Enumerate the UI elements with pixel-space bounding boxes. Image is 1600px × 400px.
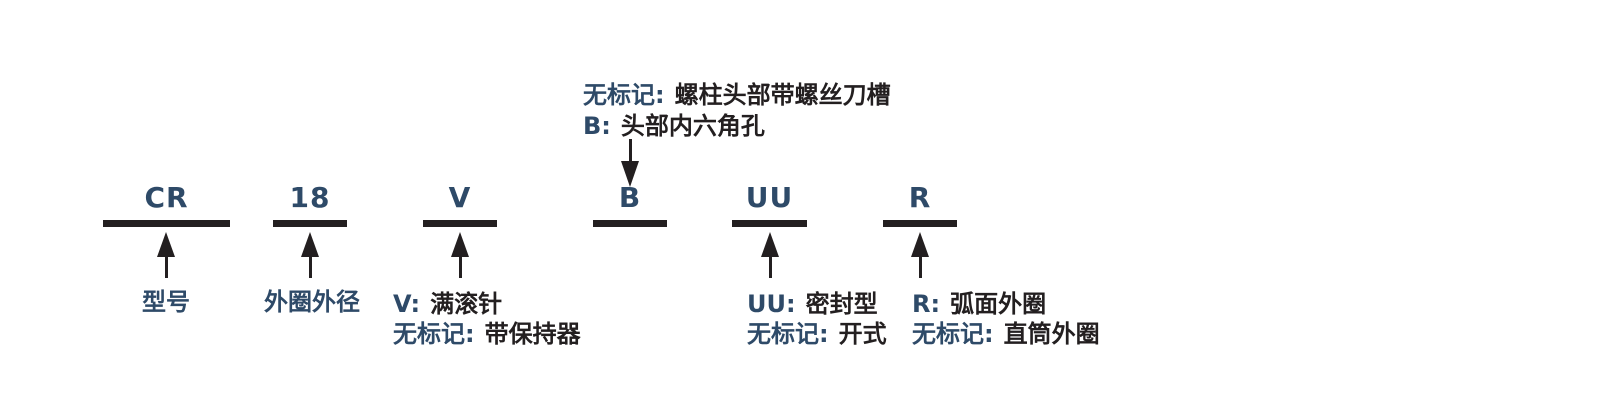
underline — [593, 220, 667, 227]
label-line: 无标记: 带保持器 — [393, 319, 581, 349]
arrow-down-icon — [621, 139, 639, 187]
label-block-r: R: 弧面外圈 无标记: 直筒外圈 — [912, 289, 1100, 349]
underline — [103, 220, 230, 227]
underline — [423, 220, 497, 227]
label-model: 型号 — [142, 288, 190, 316]
annotation-line: B: 头部内六角孔 — [583, 111, 891, 142]
code-segment-b: B — [593, 183, 667, 227]
arrow-head — [621, 161, 639, 187]
arrow-tail — [458, 257, 462, 278]
label-outer-diameter: 外圈外径 — [264, 288, 360, 316]
label-prefix: 无标记: — [747, 320, 829, 348]
annotation-prefix: B: — [583, 112, 611, 140]
arrow-up-icon — [911, 232, 929, 278]
annotation-above-b: 无标记: 螺柱头部带螺丝刀槽 B: 头部内六角孔 — [583, 80, 891, 142]
label-prefix: 无标记: — [393, 320, 475, 348]
label-text: 开式 — [838, 320, 887, 348]
annotation-prefix: 无标记: — [583, 81, 665, 109]
label-block-v: V: 满滚针 无标记: 带保持器 — [393, 289, 581, 349]
arrow-head — [911, 232, 929, 257]
label-prefix: 无标记: — [912, 320, 994, 348]
code-letter: 18 — [289, 181, 331, 214]
label-line: V: 满滚针 — [393, 289, 581, 319]
label-line: 无标记: 直筒外圈 — [912, 319, 1100, 349]
label-line: R: 弧面外圈 — [912, 289, 1100, 319]
arrow-up-icon — [451, 232, 469, 278]
code-letter: B — [618, 181, 642, 214]
label-prefix: UU: — [747, 290, 796, 318]
code-segment-18: 18 — [273, 183, 347, 227]
label-prefix: V: — [393, 290, 421, 318]
arrow-tail — [768, 257, 772, 278]
code-segment-cr: CR — [103, 183, 230, 227]
label-text: 弧面外圈 — [950, 290, 1047, 318]
arrow-up-icon — [157, 232, 175, 278]
arrow-head — [301, 232, 319, 257]
label-text: 带保持器 — [484, 320, 581, 348]
annotation-text: 螺柱头部带螺丝刀槽 — [674, 81, 891, 109]
underline — [732, 220, 807, 227]
label-text: 满滚针 — [430, 290, 503, 318]
underline — [273, 220, 347, 227]
arrow-head — [761, 232, 779, 257]
label-line: 无标记: 开式 — [747, 319, 887, 349]
arrow-head — [157, 232, 175, 257]
annotation-text: 头部内六角孔 — [620, 112, 765, 140]
label-prefix: R: — [912, 290, 941, 318]
arrow-head — [451, 232, 469, 257]
label-text: 密封型 — [805, 290, 878, 318]
label-line: UU: 密封型 — [747, 289, 887, 319]
code-letter: UU — [745, 181, 794, 214]
label-text: 直筒外圈 — [1003, 320, 1100, 348]
code-letter: CR — [144, 181, 189, 214]
arrow-up-icon — [301, 232, 319, 278]
label-block-uu: UU: 密封型 无标记: 开式 — [747, 289, 887, 349]
code-segment-r: R — [883, 183, 957, 227]
underline — [883, 220, 957, 227]
arrow-tail — [628, 139, 632, 161]
arrow-tail — [918, 257, 922, 278]
arrow-up-icon — [761, 232, 779, 278]
code-segment-uu: UU — [732, 183, 807, 227]
code-letter: R — [908, 181, 932, 214]
arrow-tail — [308, 257, 312, 278]
arrow-tail — [164, 257, 168, 278]
annotation-line: 无标记: 螺柱头部带螺丝刀槽 — [583, 80, 891, 111]
code-letter: V — [448, 181, 472, 214]
code-segment-v: V — [423, 183, 497, 227]
